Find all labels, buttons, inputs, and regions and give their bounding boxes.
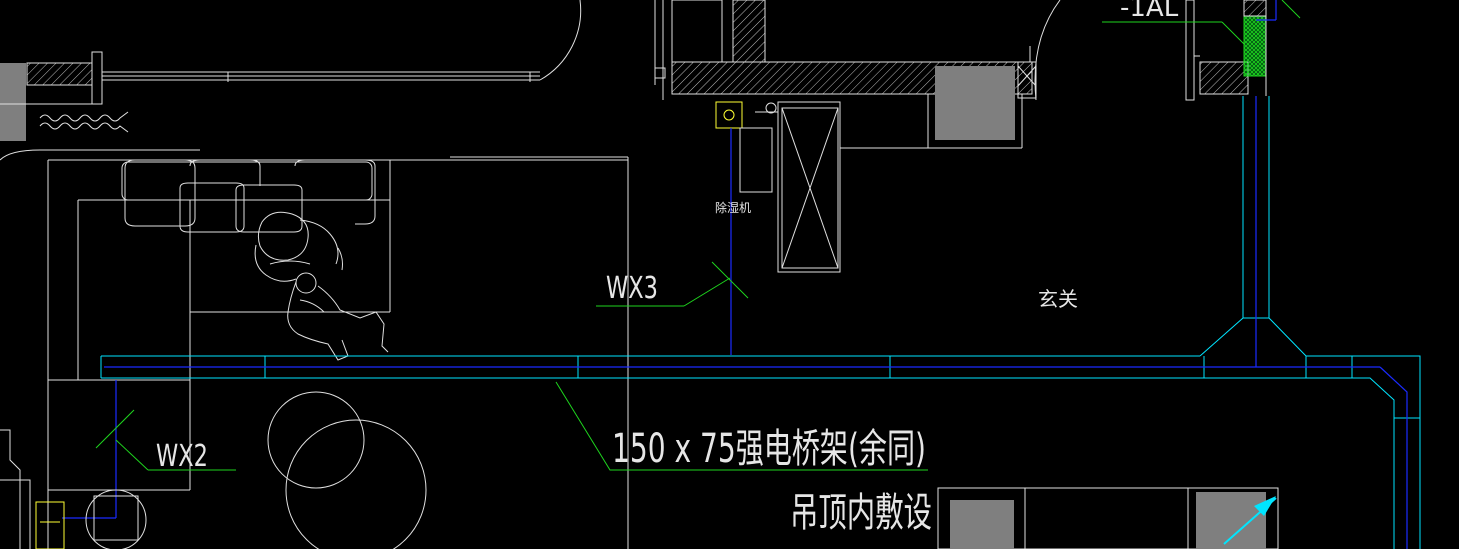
left-room-outline xyxy=(0,149,629,549)
bottom-left-devices xyxy=(35,489,147,549)
leader-lines xyxy=(95,0,1301,545)
sofa-furniture xyxy=(121,159,376,233)
bottom-right-fixtures xyxy=(937,487,1279,549)
person-figure xyxy=(254,211,389,361)
label-room-entry: 玄关 xyxy=(1038,287,1078,311)
label-dehumidifier: 除湿机 xyxy=(715,200,751,215)
label-wx2: WX2 xyxy=(156,439,208,474)
distribution-panel xyxy=(1185,0,1267,101)
wiring-lines xyxy=(62,0,1408,549)
label-ceiling-note: 吊顶内敷设 xyxy=(790,490,932,536)
round-tables xyxy=(267,391,427,549)
dehumidifier-unit xyxy=(715,101,928,273)
label-panel-tag: -1AL xyxy=(1120,0,1179,23)
label-wx3: WX3 xyxy=(606,271,658,306)
top-left-wall xyxy=(0,0,582,141)
top-center-walls xyxy=(654,0,1061,149)
radiator-symbol xyxy=(39,111,129,133)
cable-tray xyxy=(100,96,1421,549)
label-tray-spec: 150 x 75强电桥架(余同) xyxy=(612,426,926,472)
